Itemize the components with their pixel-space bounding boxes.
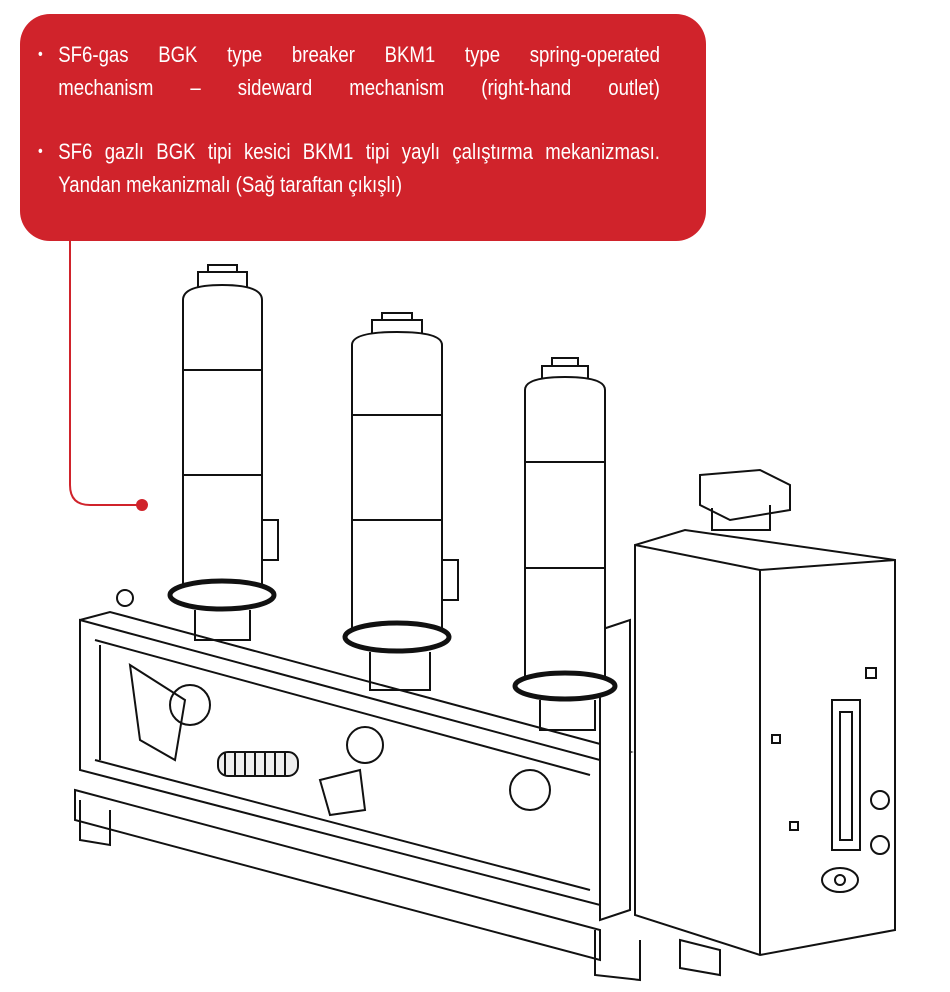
bullet-turkish: • SF6 gazlı BGK tipi kesici BKM1 tipi ya… [38,135,660,201]
bullet-line: mechanism – sideward mechanism (right-ha… [58,75,660,100]
leader-line [69,240,142,506]
callout-text: • SF6-gas BGK type breaker BKM1 type spr… [38,38,660,201]
leader-dot [136,499,148,511]
base-frame [74,589,641,982]
description-callout [20,14,706,241]
bullet-english: • SF6-gas BGK type breaker BKM1 type spr… [38,38,660,104]
pole-1 [167,264,279,641]
mechanism-cabinet [634,468,896,977]
bullet-line: Yandan mekanizmalı (Sağ taraftan çıkışlı… [58,172,403,197]
bullet-dot: • [38,143,43,160]
pole-2 [342,312,459,691]
pole-3 [512,357,618,731]
bullet-line: SF6-gas BGK type breaker BKM1 type sprin… [58,42,660,67]
bullet-dot: • [38,46,43,63]
bullet-line: SF6 gazlı BGK tipi kesici BKM1 tipi yayl… [58,139,660,164]
